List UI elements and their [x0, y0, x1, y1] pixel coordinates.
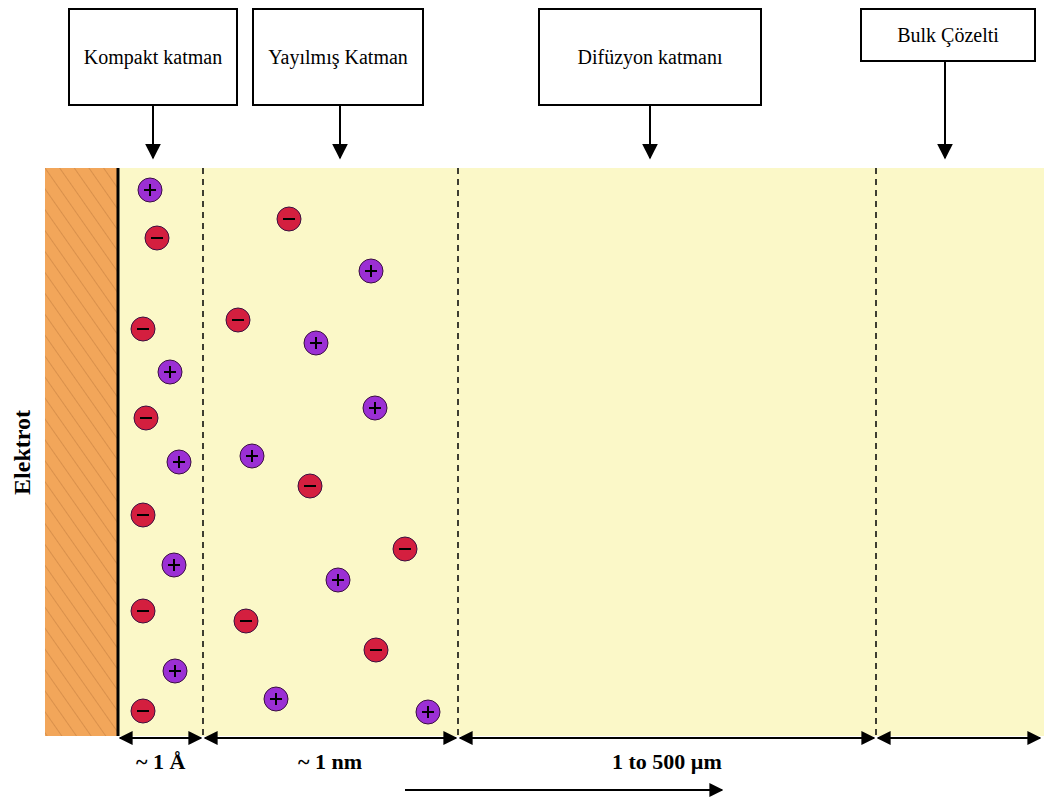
- cation: [163, 659, 187, 683]
- layer-label-box: Yayılmış Katman: [252, 8, 424, 106]
- anion: [226, 308, 250, 332]
- cation: [162, 553, 186, 577]
- cation: [359, 259, 383, 283]
- anion: [298, 474, 322, 498]
- cation: [363, 396, 387, 420]
- cation: [326, 568, 350, 592]
- anion: [131, 599, 155, 623]
- electrode-body: [45, 168, 118, 736]
- dimension-label: 1 to 500 µm: [612, 749, 722, 775]
- cation: [158, 360, 182, 384]
- anion: [364, 638, 388, 662]
- anion: [131, 503, 155, 527]
- anion: [134, 406, 158, 430]
- cation: [304, 331, 328, 355]
- cation: [264, 687, 288, 711]
- box-text: Yayılmış Katman: [268, 44, 408, 71]
- anion: [393, 537, 417, 561]
- anion: [277, 207, 301, 231]
- box-text: Kompakt katman: [84, 44, 222, 71]
- electrode-label: Elektrot: [9, 410, 36, 495]
- cation: [167, 450, 191, 474]
- electrode-hatching: [45, 168, 118, 736]
- cation: [416, 700, 440, 724]
- solution-region: [118, 168, 1044, 736]
- dimension-label: ~ 1 Å: [136, 749, 185, 775]
- cation: [240, 444, 264, 468]
- anion: [131, 699, 155, 723]
- cation: [138, 178, 162, 202]
- dimension-label: ~ 1 nm: [298, 749, 362, 775]
- layer-label-box: Difüzyon katmanı: [538, 8, 762, 106]
- electrode-surface: [117, 168, 120, 736]
- anion: [131, 317, 155, 341]
- layer-label-box: Kompakt katman: [68, 8, 238, 106]
- layer-boundaries: [203, 168, 876, 736]
- anion: [145, 226, 169, 250]
- dimension-arrows: [120, 738, 1040, 790]
- box-text: Difüzyon katmanı: [578, 44, 723, 71]
- layer-label-box: Bulk Çözelti: [860, 8, 1036, 62]
- ions: [131, 178, 440, 724]
- box-text: Bulk Çözelti: [897, 22, 999, 49]
- anion: [234, 609, 258, 633]
